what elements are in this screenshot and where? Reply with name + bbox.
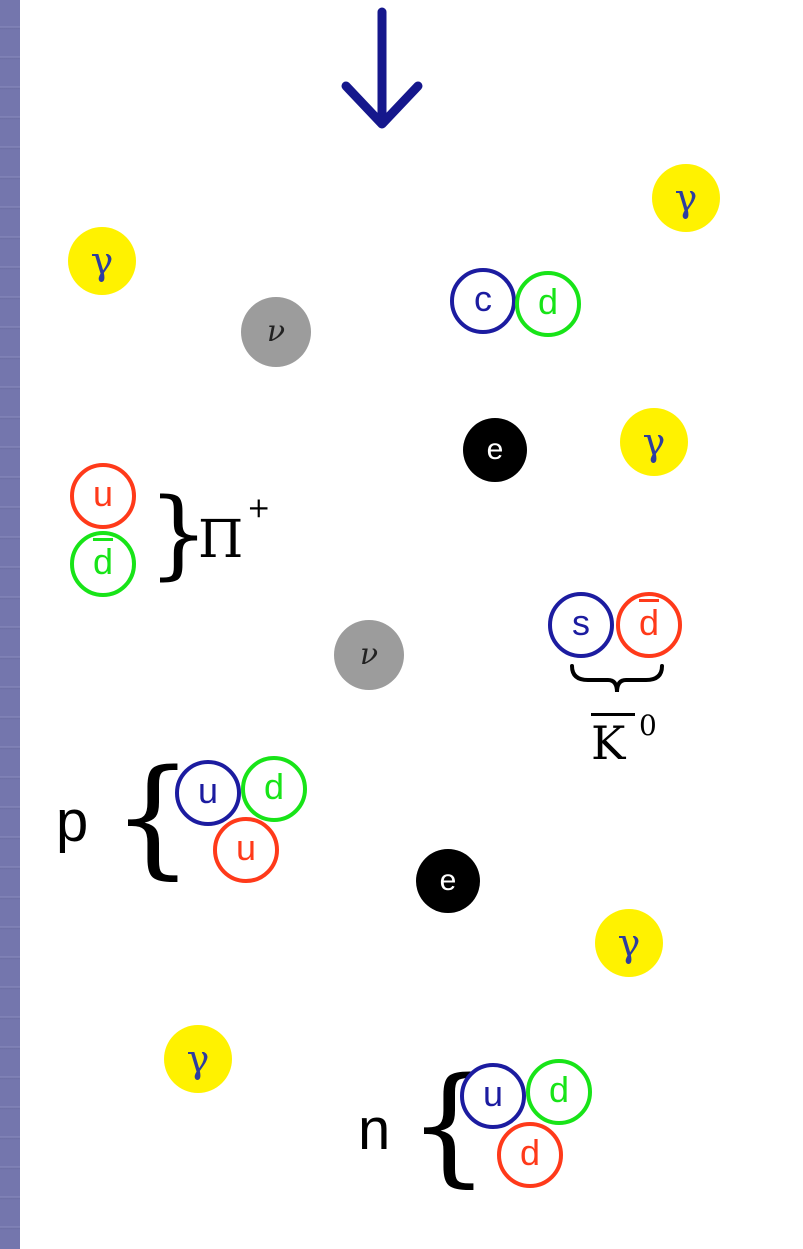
photon-symbol: γ <box>617 921 641 965</box>
pion-charge: + <box>247 491 271 524</box>
electron-2: e <box>416 849 480 913</box>
kaon-underbrace <box>570 664 664 693</box>
quark-label: d <box>548 1069 570 1110</box>
quark-label: c <box>474 278 492 319</box>
electron-symbol: e <box>486 433 504 466</box>
photon-5: γ <box>164 1025 232 1093</box>
quark-label: u <box>235 827 257 868</box>
neutron-quark-d1: d <box>526 1059 592 1125</box>
quark-label: d <box>537 281 559 322</box>
photon-symbol: γ <box>674 176 698 220</box>
quark-label: u <box>92 473 114 514</box>
electron-1: e <box>463 418 527 482</box>
electron-symbol: e <box>439 864 457 897</box>
proton-quark-d: d <box>241 756 307 822</box>
photon-2: γ <box>68 227 136 295</box>
neutron-quark-u: u <box>460 1063 526 1129</box>
photon-symbol: γ <box>90 239 114 283</box>
quark-label: s <box>572 602 590 643</box>
pion-antiquark-d: d <box>70 531 136 597</box>
kaon-antiparticle-bar <box>591 713 635 716</box>
proton-label: p <box>56 789 89 854</box>
kaon-quark-s: s <box>548 592 614 658</box>
quark-label: d <box>263 766 285 807</box>
quark-d: d <box>515 271 581 337</box>
photon-4: γ <box>595 909 663 977</box>
photon-3: γ <box>620 408 688 476</box>
pion-brace: } <box>148 478 210 590</box>
proton-quark-u2: u <box>213 817 279 883</box>
down-arrow-icon <box>341 7 423 129</box>
neutron-quark-d2: d <box>497 1122 563 1188</box>
neutron-label: n <box>358 1097 391 1162</box>
proton-quark-u1: u <box>175 760 241 826</box>
pion-name: Π <box>198 510 244 570</box>
neutrino-1: ν <box>241 297 311 367</box>
quark-c: c <box>450 268 516 334</box>
kaon-name: K <box>591 716 626 770</box>
quark-label: u <box>197 770 219 811</box>
kaon-charge: 0 <box>639 709 657 742</box>
photon-symbol: γ <box>642 420 666 464</box>
neutrino-symbol: ν <box>266 314 286 349</box>
photon-1: γ <box>652 164 720 232</box>
pion-quark-u: u <box>70 463 136 529</box>
photon-symbol: γ <box>186 1037 210 1081</box>
kaon-antiquark-d: d <box>616 592 682 658</box>
neutrino-symbol: ν <box>359 637 379 672</box>
neutrino-2: ν <box>334 620 404 690</box>
quark-label: d <box>638 602 660 643</box>
quark-label: d <box>519 1132 541 1173</box>
quark-label: u <box>482 1073 504 1114</box>
quark-label: d <box>92 541 114 582</box>
